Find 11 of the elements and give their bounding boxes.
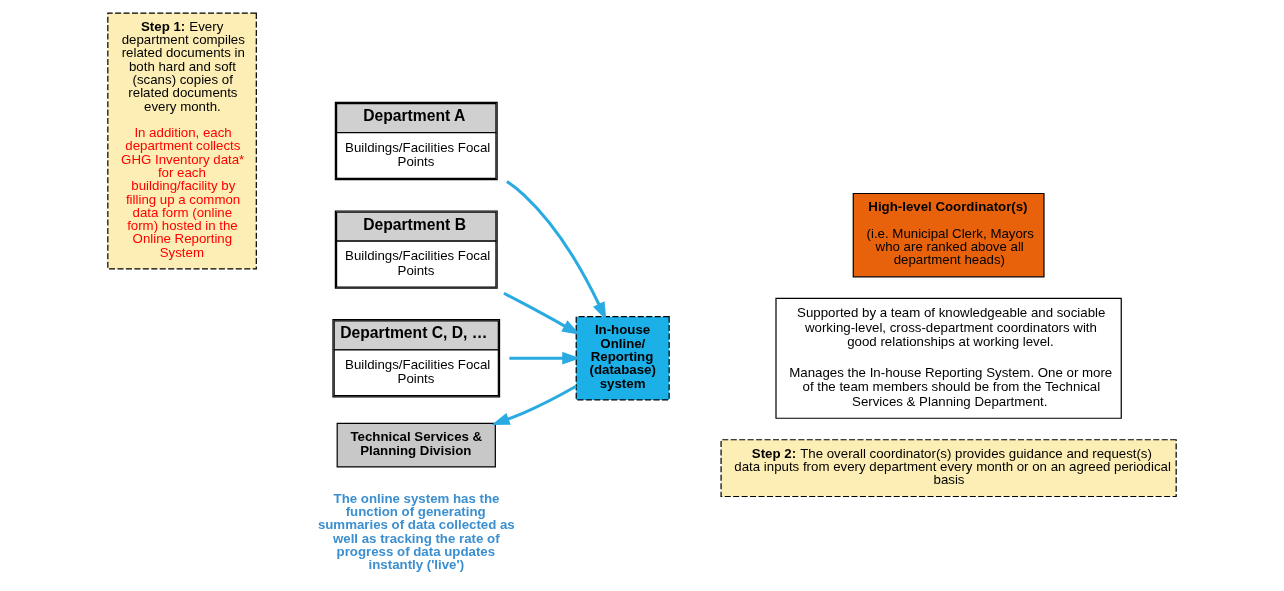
- node-box: Step 2: The overall coordinator(s) provides guidance and request(s) data inputs from every department every month or on an agreed periodical basis: [720, 439, 1177, 498]
- arrow: [506, 180, 607, 321]
- node-box: High-level Coordinator(s) (i.e. Municipal Clerk, Mayors who are ranked above all department heads): [852, 192, 1045, 278]
- node-box: Supported by a team of knowledgeable and sociable working-level, cross-department coordinators with good relationships at working level. Manages the In-house Reporting System. One or more of the team members should be from the Technical Services & Planning Department.: [775, 297, 1122, 419]
- arrow: [503, 291, 581, 335]
- node-box: Technical Services & Planning Division: [336, 422, 496, 468]
- label: The online system has the function of generating summaries of data collected as well as tracking the rate of progress of data updates instantly ('live'): [317, 490, 515, 573]
- arrow: [491, 385, 577, 425]
- node-box: In-house Online/ Reporting (database) system: [575, 316, 670, 401]
- arrow: [509, 351, 581, 365]
- node-box: Step 1: Every department compiles related documents in both hard and soft (scans) copies of related documents every month. In addition, each department collects GHG Inventory data* for each building/facility by filling up a common data form (online form) hosted in the Online Reporting System: [107, 12, 257, 270]
